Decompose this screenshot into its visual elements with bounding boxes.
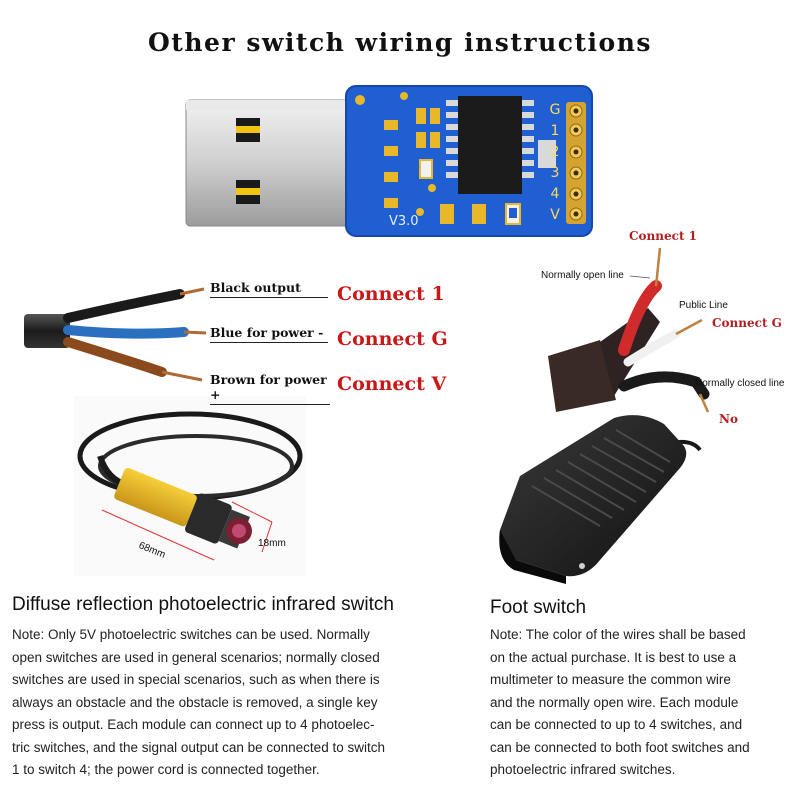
foot-pedal <box>499 415 702 584</box>
right-note-line: multimeter to measure the common wire <box>490 672 731 687</box>
right-note-line: on the actual purchase. It is best to us… <box>490 649 737 665</box>
public-line-label: Public Line <box>679 300 728 311</box>
right-note-line: Note: The color of the wires shall be ba… <box>490 627 746 642</box>
pin-label-1: 1 <box>550 123 560 139</box>
right-caption: Foot switch <box>490 597 587 618</box>
left-caption: Diffuse reflection photoelectric infrare… <box>12 594 394 615</box>
wire-label-black: Black output <box>210 280 328 298</box>
connect-1-label: Connect 1 <box>337 283 445 305</box>
pcb-board <box>345 85 593 237</box>
pin-label-3: 3 <box>550 165 560 181</box>
foot-connect-1-label: Connect 1 <box>629 229 698 243</box>
photoelectric-sensor <box>74 396 306 576</box>
normally-closed-label: Normally closed line <box>695 378 785 389</box>
right-note-line: and the normally open wire. Each module <box>490 694 739 710</box>
left-note-line: tric switches, and the signal output can… <box>12 739 385 755</box>
pin-label-4: 4 <box>550 186 560 202</box>
board-pin-labels: G 1 2 3 4 V <box>548 100 562 226</box>
foot-switch-cable <box>548 247 710 413</box>
sensor-cable <box>24 287 207 382</box>
left-note-line: 1 to switch 4; the power cord is connect… <box>12 762 320 777</box>
pin-label-v: V <box>550 207 560 223</box>
left-note-line: always an obstacle and the obstacle is r… <box>12 694 378 710</box>
left-note-line: switches are used in special scenarios, … <box>12 672 380 687</box>
foot-no-label: No <box>719 412 738 426</box>
left-note: Note: Only 5V photoelectric switches can… <box>12 624 452 782</box>
foot-connect-g-label: Connect G <box>712 316 782 330</box>
right-note-line: photoelectric infrared switches. <box>490 762 676 777</box>
left-note-line: open switches are used in general scenar… <box>12 649 380 665</box>
right-note-line: can be connected to up to 4 switches, an… <box>490 717 743 732</box>
connect-v-label: Connect V <box>337 373 447 395</box>
wire-label-blue: Blue for power - <box>210 325 328 343</box>
right-note-line: can be connected to both foot switches a… <box>490 739 750 755</box>
wire-label-brown: Brown for power + <box>210 372 330 405</box>
right-note: Note: The color of the wires shall be ba… <box>490 624 790 782</box>
normally-open-label: Normally open line <box>541 270 624 281</box>
connect-g-label: Connect G <box>337 328 448 350</box>
page-title: Other switch wiring instructions <box>148 28 652 57</box>
left-note-line: press is output. Each module can connect… <box>12 717 375 732</box>
board-version-label: V3.0 <box>389 214 419 229</box>
left-note-line: Note: Only 5V photoelectric switches can… <box>12 627 370 642</box>
sensor-diameter-label: 18mm <box>258 538 286 549</box>
pcb-pins <box>566 102 586 224</box>
pin-label-g: G <box>549 102 561 118</box>
pin-label-2: 2 <box>550 144 560 160</box>
